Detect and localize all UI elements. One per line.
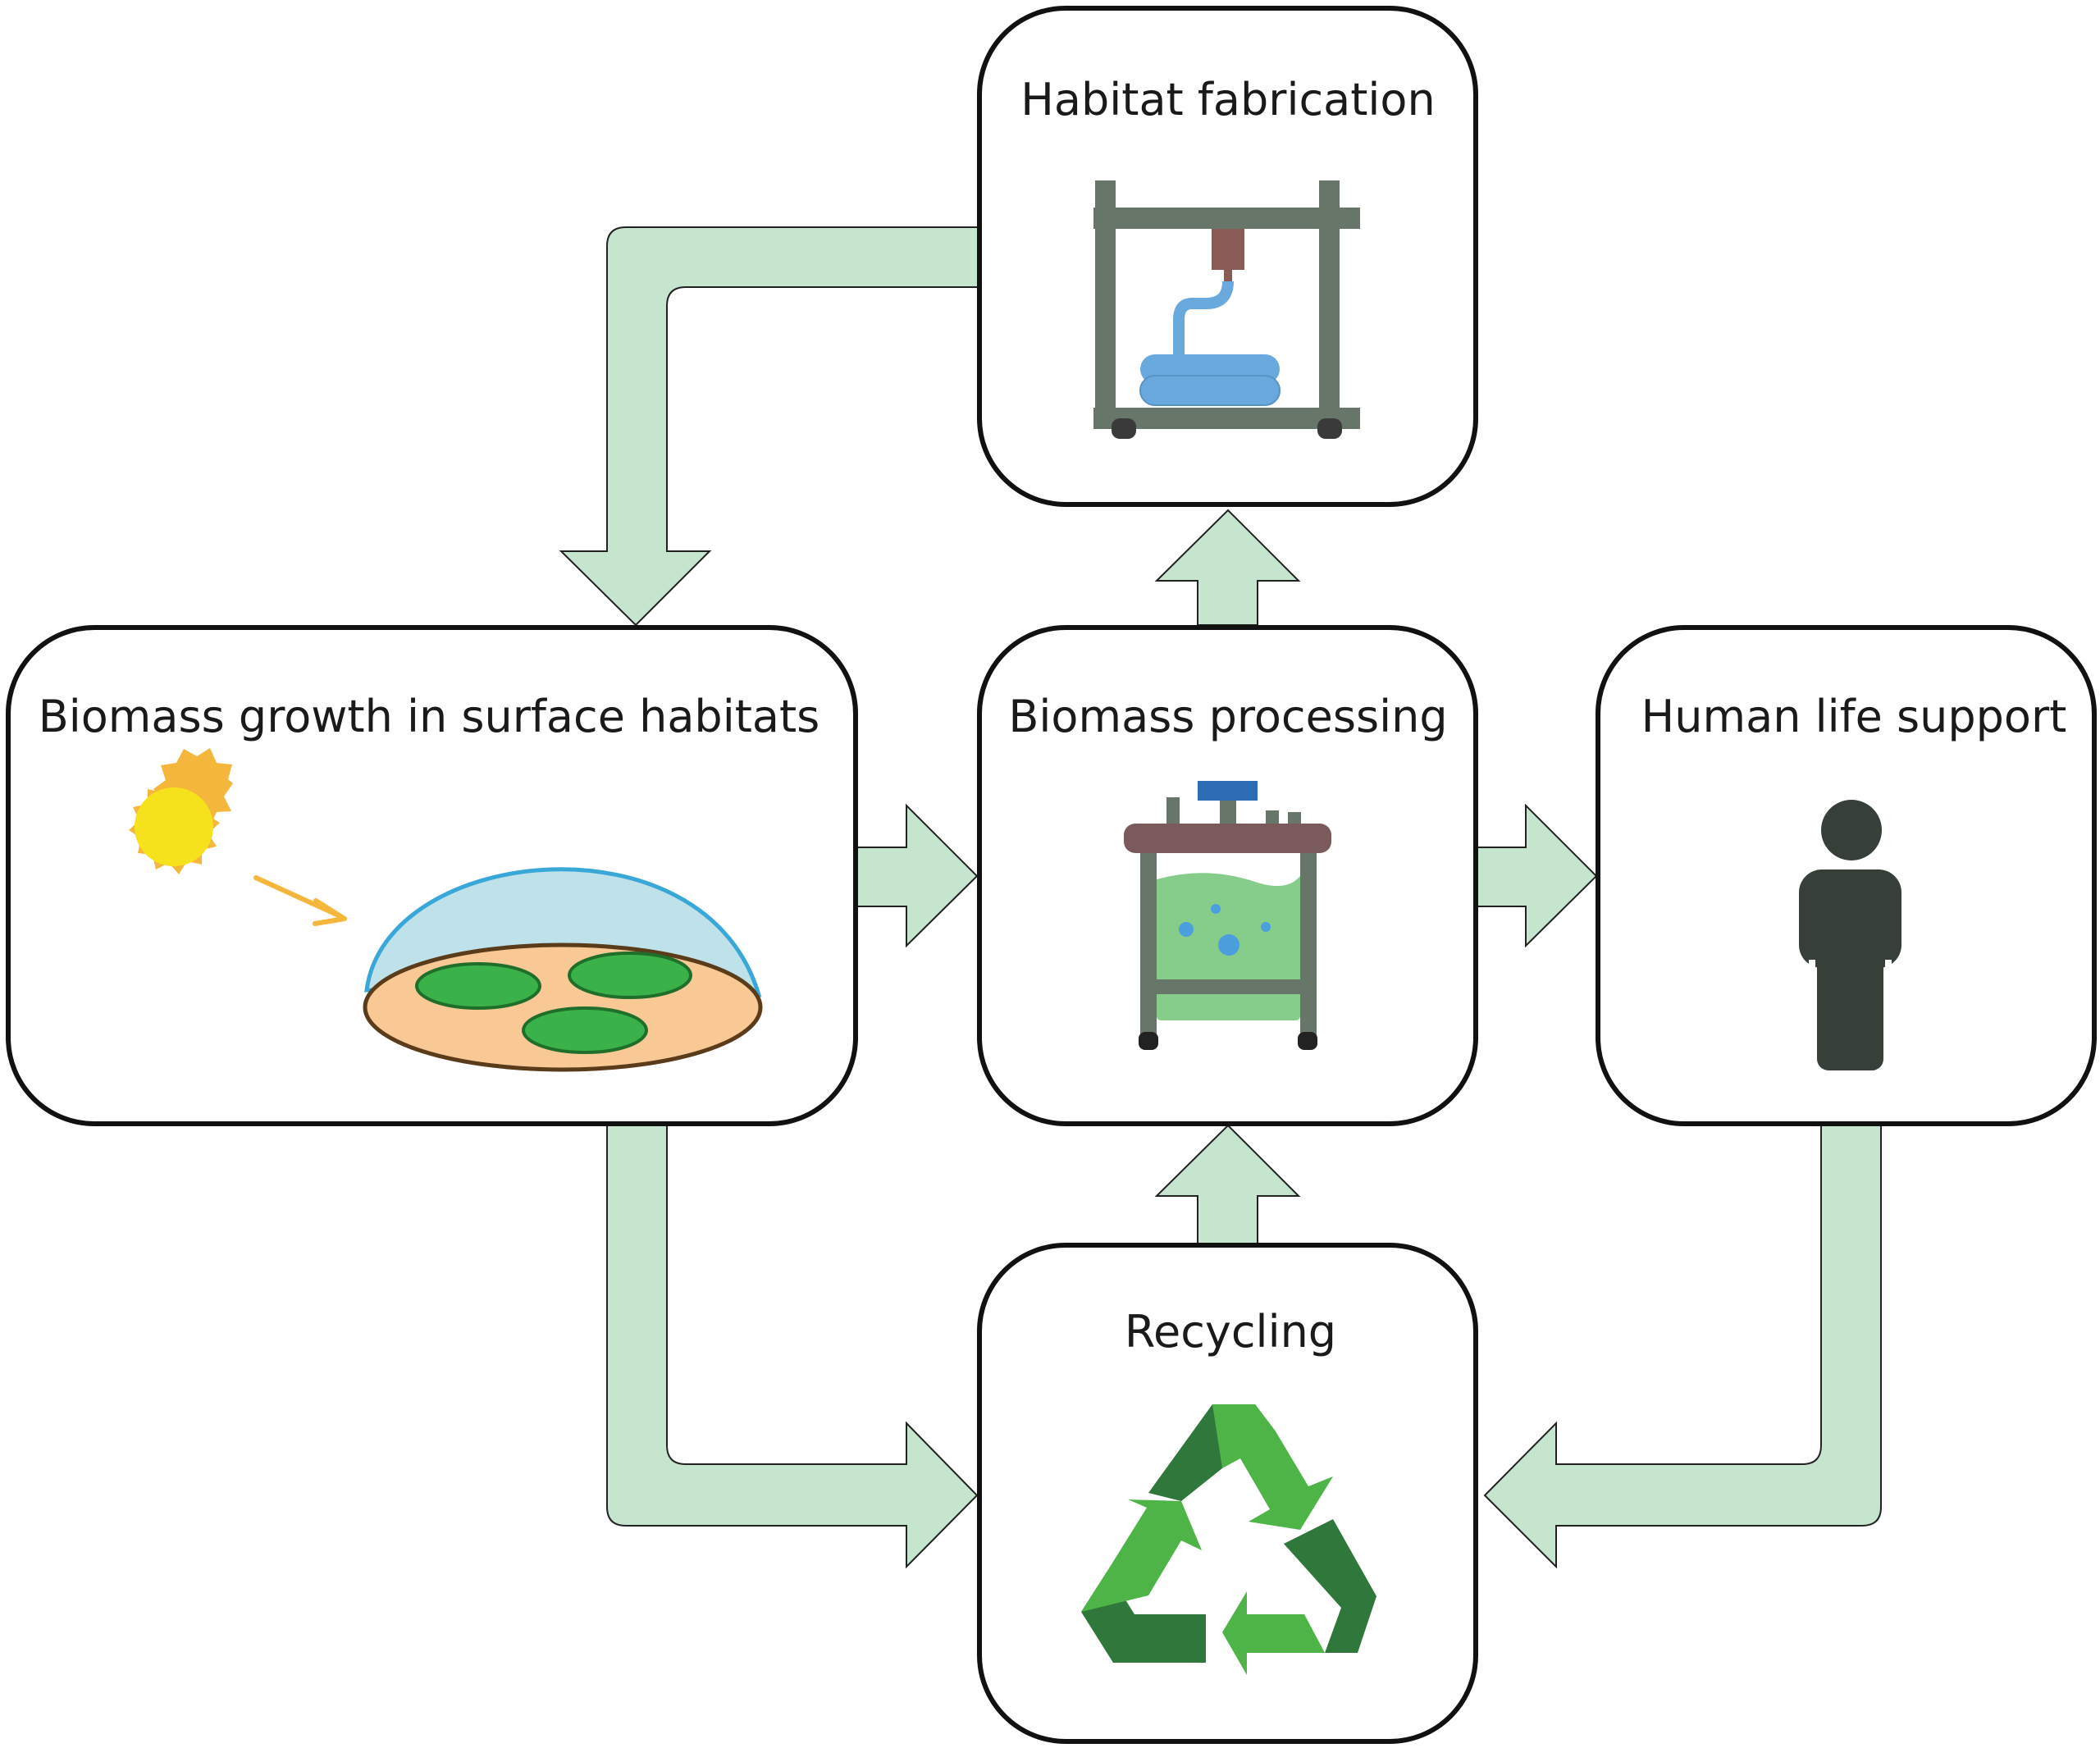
arrow-growth-to-processing xyxy=(855,803,979,948)
person-icon xyxy=(1799,800,1901,1070)
node-human-life-support: Human life support xyxy=(1596,625,2097,1126)
arrow-life-support-to-recycling xyxy=(1483,1124,1882,1569)
sunlight-arrow-icon xyxy=(253,875,347,926)
arrow-processing-to-life-support xyxy=(1476,803,1598,948)
arrow-processing-to-fabrication xyxy=(1154,509,1301,626)
node-biomass-processing: Biomass processing xyxy=(977,625,1478,1126)
arrow-recycling-to-processing xyxy=(1154,1124,1301,1246)
recycle-icon xyxy=(1081,1404,1376,1675)
dome-habitat-icon xyxy=(363,867,763,1072)
arrow-fabrication-to-growth xyxy=(559,226,980,627)
sun-icon-body xyxy=(129,778,220,874)
human-life-support-label: Human life support xyxy=(1641,691,2067,742)
bioreactor-tank-icon xyxy=(1124,781,1331,1050)
node-recycling: Recycling xyxy=(977,1243,1478,1744)
node-habitat-fabrication: Habitat fabrication xyxy=(977,6,1478,507)
biomass-processing-label: Biomass processing xyxy=(1008,691,1447,742)
biomass-growth-label: Biomass growth in surface habitats xyxy=(39,691,820,742)
arrow-growth-to-recycling xyxy=(606,1124,979,1569)
habitat-fabrication-label: Habitat fabrication xyxy=(1020,74,1435,126)
node-biomass-growth: Biomass growth in surface habitats xyxy=(6,625,858,1126)
3d-printer-icon xyxy=(1093,180,1360,439)
recycling-label: Recycling xyxy=(1125,1306,1336,1358)
